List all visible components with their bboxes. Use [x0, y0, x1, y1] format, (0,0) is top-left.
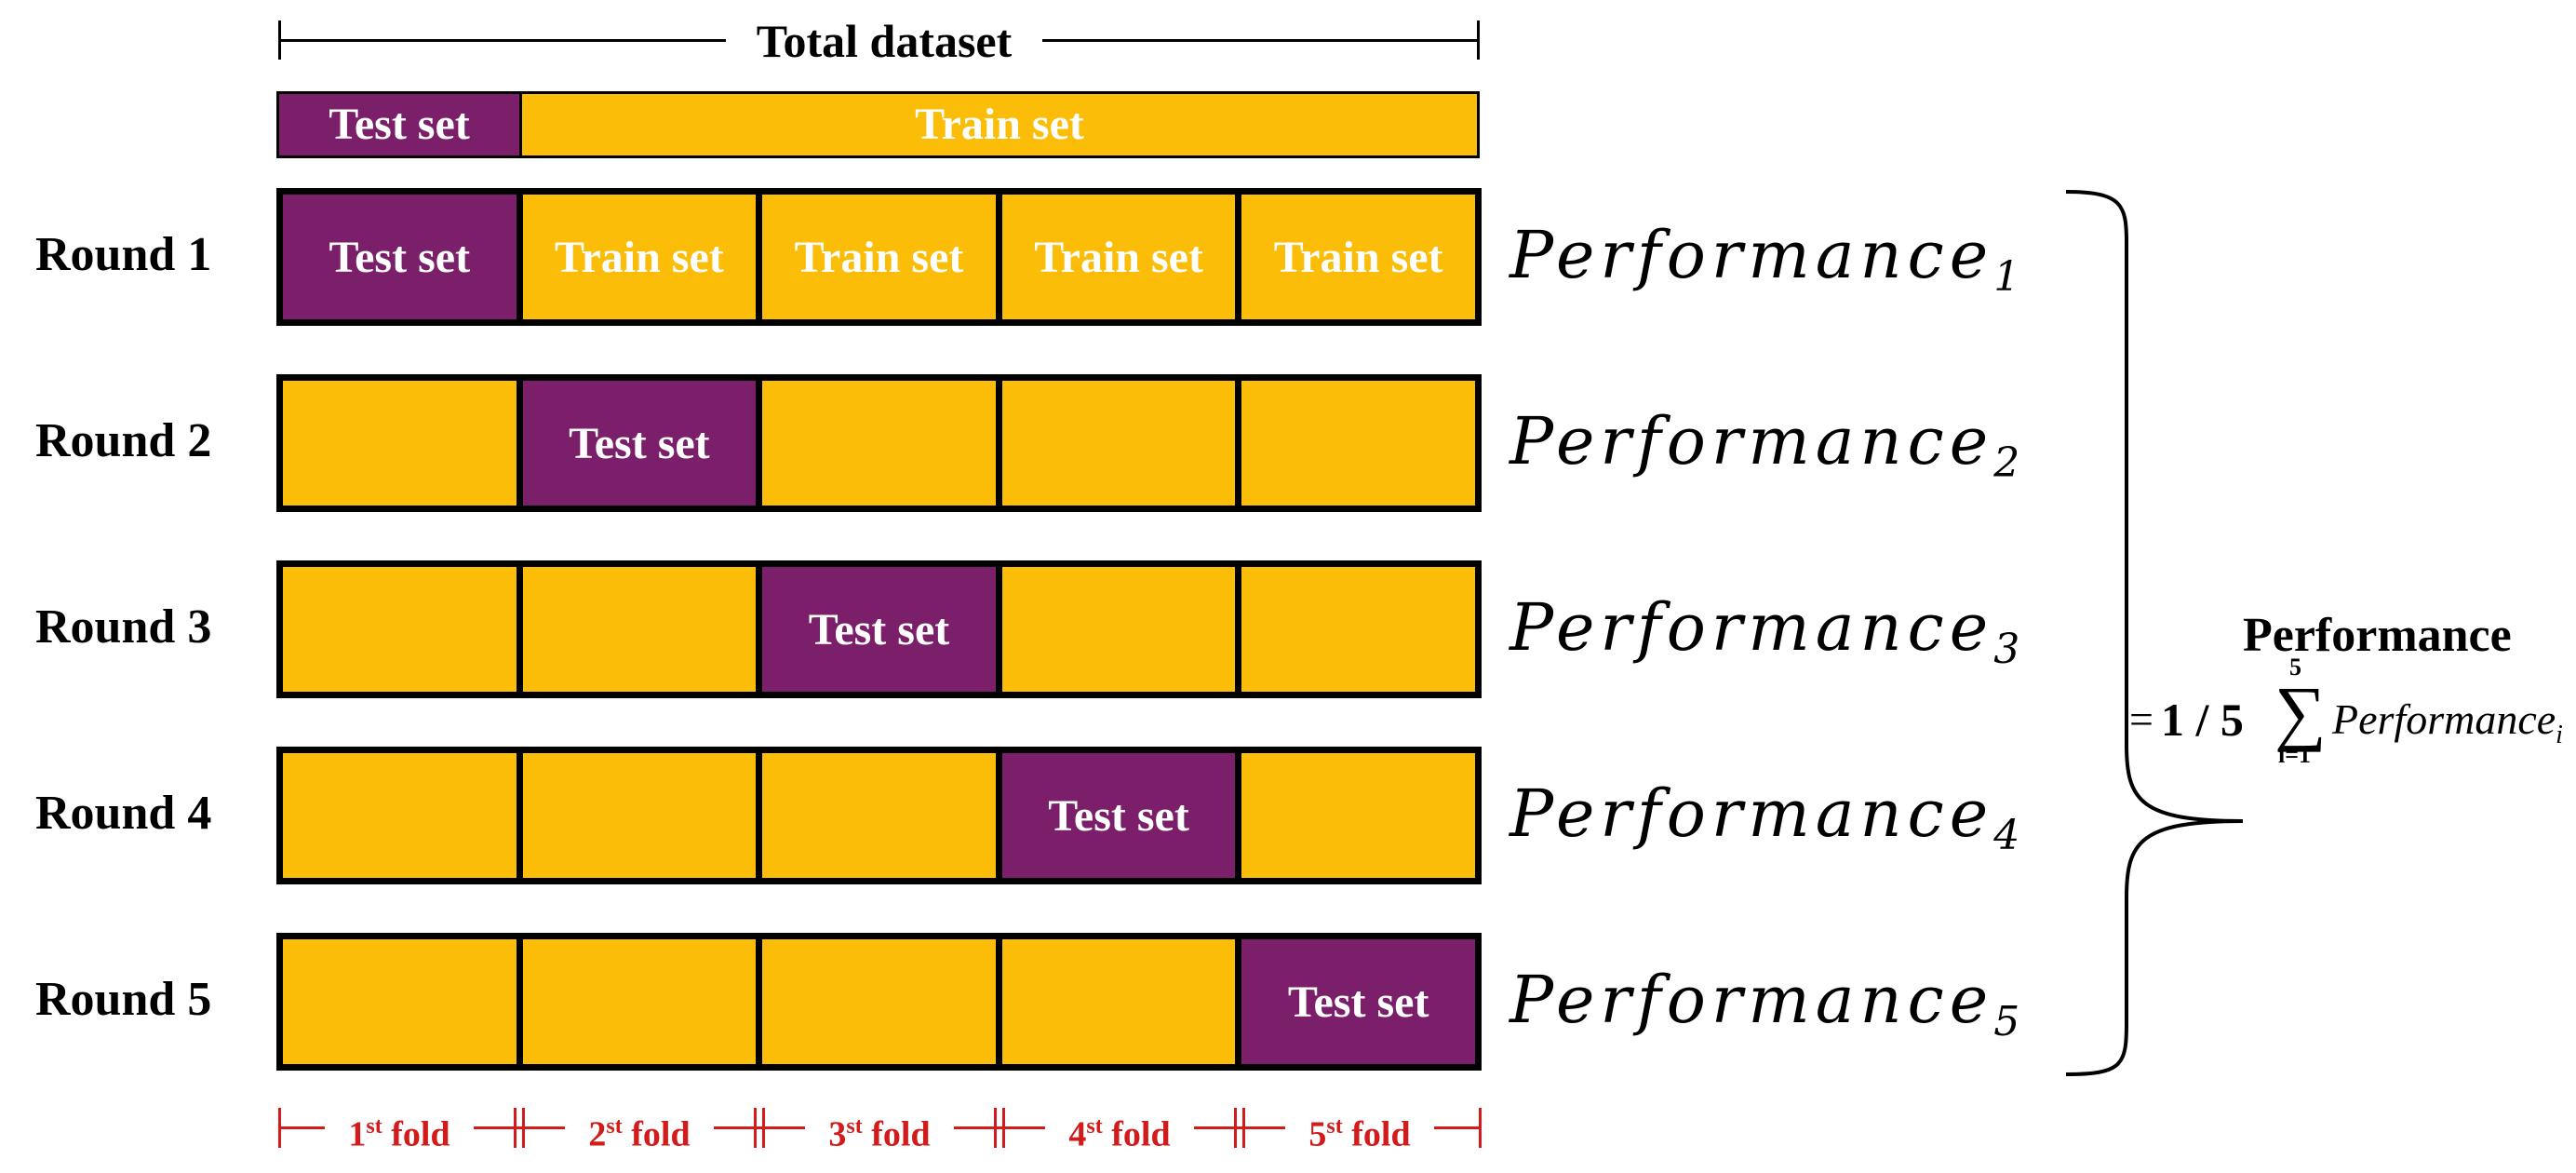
sum-lower-bound: i=1 [2278, 741, 2312, 768]
fold-ordinal-suffix: st [1326, 1114, 1343, 1139]
performance-text: Performance [1509, 403, 1994, 479]
fold-ordinal: 3 [828, 1114, 847, 1154]
round-performance: Performance5 [1509, 953, 2019, 1046]
round-label: Round 2 [35, 414, 212, 467]
performance-text: Performance [1509, 217, 1994, 293]
round-performance: Performance2 [1509, 395, 2019, 488]
fold-tick [762, 1108, 765, 1148]
train-set-cell [762, 381, 1002, 506]
fold-ordinal-suffix: st [1086, 1114, 1103, 1139]
performance-subscript: 5 [1993, 998, 2020, 1045]
sum-symbol-icon: ∑ [2274, 671, 2327, 752]
fold-ordinal: 4 [1068, 1114, 1087, 1154]
test-set-cell: Test set [1001, 753, 1242, 878]
fold-row: Test set [276, 560, 1482, 698]
train-set-cell [522, 567, 763, 692]
fold-ordinal: 1 [348, 1114, 367, 1154]
fold-tick [514, 1108, 517, 1148]
fold-tick [754, 1108, 757, 1148]
train-set-cell [1001, 939, 1242, 1064]
fold-ordinal: 5 [1308, 1114, 1327, 1154]
test-set-cell: Test set [522, 381, 763, 506]
round-performance: Performance3 [1509, 581, 2019, 674]
performance-subscript: 1 [1993, 253, 2020, 301]
fold-tick [1234, 1108, 1237, 1148]
fold-text: fold [391, 1114, 450, 1154]
fold-label: 5st fold [1285, 1102, 1434, 1154]
fold-ordinal-suffix: st [606, 1114, 623, 1139]
sum-upper-bound: 5 [2289, 654, 2301, 681]
formula-coefficient: 1 / 5 [2161, 694, 2244, 746]
test-set-cell: Test set [283, 195, 523, 319]
train-set-cell [1241, 567, 1475, 692]
total-dataset-label: Total dataset [726, 7, 1042, 74]
performance-subscript: 3 [1993, 626, 2020, 673]
train-set-cell: Train set [1001, 195, 1242, 319]
performance-text: Performance [1509, 962, 1994, 1038]
total-span-tick-left [278, 20, 281, 60]
fold-text: fold [871, 1114, 931, 1154]
train-set-cell [1241, 381, 1475, 506]
round-performance: Performance4 [1509, 767, 2019, 860]
fold-row: Test set [276, 933, 1482, 1071]
curly-brace [2065, 190, 2244, 1076]
test-set-cell: Test set [1241, 939, 1475, 1064]
round-label: Round 5 [35, 973, 212, 1026]
train-set-cell: Train set [1241, 195, 1475, 319]
train-set-cell [762, 939, 1002, 1064]
split-test-segment: Test set [279, 94, 522, 155]
fold-text: fold [1351, 1114, 1411, 1154]
round-label: Round 1 [35, 228, 212, 281]
formula-term: Performancei [2332, 695, 2563, 750]
train-set-cell: Train set [522, 195, 763, 319]
formula-equals: = [2129, 695, 2153, 743]
fold-tick [1479, 1108, 1482, 1148]
performance-text: Performance [1509, 775, 1994, 852]
performance-subscript: 2 [1993, 439, 2020, 487]
train-set-cell [522, 753, 763, 878]
fold-label: 2st fold [565, 1102, 714, 1154]
fold-ordinal: 2 [588, 1114, 607, 1154]
round-label: Round 4 [35, 787, 212, 840]
fold-tick [1002, 1108, 1005, 1148]
train-set-cell [1001, 567, 1242, 692]
train-set-cell [762, 753, 1002, 878]
train-set-cell [283, 381, 523, 506]
fold-label: 3st fold [805, 1102, 954, 1154]
train-set-cell [522, 939, 763, 1064]
train-set-cell [1241, 753, 1475, 878]
train-set-cell [283, 939, 523, 1064]
total-span-tick-right [1477, 20, 1480, 60]
train-set-cell [283, 567, 523, 692]
fold-tick [278, 1108, 281, 1148]
dataset-split-bar: Test set Train set [276, 91, 1480, 158]
fold-tick [1242, 1108, 1245, 1148]
test-set-cell: Test set [762, 567, 1002, 692]
split-train-segment: Train set [522, 94, 1477, 155]
fold-ordinal-suffix: st [846, 1114, 863, 1139]
result-title: Performance [2243, 609, 2512, 662]
round-label: Round 3 [35, 600, 212, 654]
round-performance: Performance1 [1509, 209, 2019, 302]
fold-row: Test set [276, 374, 1482, 512]
fold-label: 1st fold [325, 1102, 474, 1154]
performance-subscript: 4 [1993, 812, 2020, 859]
train-set-cell [1001, 381, 1242, 506]
performance-text: Performance [1509, 589, 1994, 666]
fold-label: 4st fold [1045, 1102, 1194, 1154]
train-set-cell [283, 753, 523, 878]
fold-tick [522, 1108, 525, 1148]
fold-tick [994, 1108, 997, 1148]
fold-ordinal-suffix: st [366, 1114, 382, 1139]
fold-row: Test set [276, 747, 1482, 884]
fold-text: fold [631, 1114, 691, 1154]
fold-text: fold [1111, 1114, 1171, 1154]
train-set-cell: Train set [762, 195, 1002, 319]
